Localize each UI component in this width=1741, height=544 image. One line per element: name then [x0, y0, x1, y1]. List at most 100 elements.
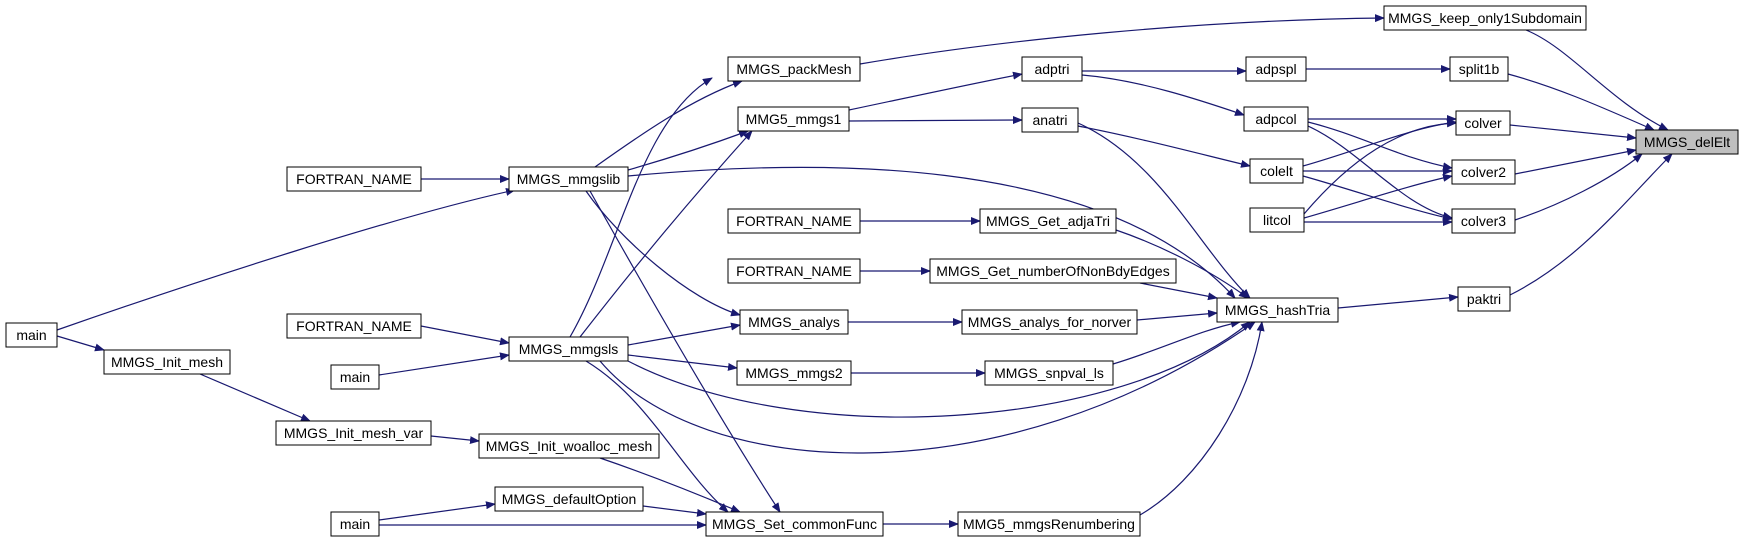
edge-path — [56, 188, 516, 331]
node-paktri[interactable]: paktri — [1457, 286, 1511, 312]
node-box — [727, 208, 861, 234]
edge-path — [1302, 175, 1453, 222]
node-box — [1249, 207, 1305, 233]
node-keep[interactable]: MMGS_keep_only1Subdomain — [1383, 5, 1587, 31]
node-label: anatri — [1032, 112, 1067, 128]
node-mmgslib[interactable]: MMGS_mmgslib — [508, 166, 629, 192]
edge-main1-to-initmesh — [56, 335, 105, 352]
node-main2[interactable]: main — [330, 364, 380, 390]
edge-path — [599, 321, 1256, 454]
node-getnonbdy[interactable]: MMGS_Get_numberOfNonBdyEdges — [929, 258, 1177, 284]
edge-path — [627, 321, 1251, 418]
node-label: main — [16, 327, 46, 343]
node-box — [1216, 297, 1339, 323]
edge-defopt-to-setcommon — [642, 505, 707, 517]
node-adpspl[interactable]: adpspl — [1245, 56, 1307, 82]
node-main1[interactable]: main — [5, 322, 58, 348]
node-analys[interactable]: MMGS_analys — [739, 309, 849, 335]
edge-path — [1139, 282, 1218, 301]
node-box — [478, 433, 660, 459]
edge-mmgsls-to-setcommon — [585, 360, 729, 513]
node-defopt[interactable]: MMGS_defaultOption — [494, 486, 644, 512]
node-label: MMGS_defaultOption — [502, 491, 637, 507]
edge-colver3-to-root — [1514, 153, 1643, 221]
node-fortran3[interactable]: FORTRAN_NAME — [727, 258, 861, 284]
edge-anatri-to-colelt — [1077, 125, 1251, 168]
edge-path — [599, 457, 741, 513]
edge-main2-to-mmgsls — [378, 352, 510, 376]
node-label: FORTRAN_NAME — [736, 263, 852, 279]
edge-path — [1077, 122, 1251, 299]
node-renum[interactable]: MMG5_mmgsRenumbering — [957, 511, 1141, 537]
edge-path — [1139, 321, 1265, 516]
edge-renum-to-hashtria — [1139, 321, 1265, 516]
node-box — [1245, 56, 1307, 82]
node-anatri[interactable]: anatri — [1021, 107, 1079, 133]
node-meshvar[interactable]: MMGS_Init_mesh_var — [275, 420, 432, 446]
node-litcol[interactable]: litcol — [1249, 207, 1305, 233]
node-mmgs1[interactable]: MMG5_mmgs1 — [737, 106, 850, 132]
node-fortran2[interactable]: FORTRAN_NAME — [727, 208, 861, 234]
node-box — [1249, 158, 1304, 184]
edge-path — [378, 501, 496, 521]
edge-path — [627, 166, 1236, 299]
node-label: adpcol — [1255, 111, 1296, 127]
edge-path — [1303, 119, 1457, 215]
node-box — [1383, 5, 1587, 31]
node-main3[interactable]: main — [330, 511, 380, 537]
node-label: FORTRAN_NAME — [296, 318, 412, 334]
node-setcommon[interactable]: MMGS_Set_commonFunc — [705, 511, 884, 537]
edge-path — [420, 325, 510, 346]
node-label: main — [340, 516, 370, 532]
node-mmgs2[interactable]: MMGS_mmgs2 — [736, 360, 852, 386]
node-colver3[interactable]: colver3 — [1451, 208, 1516, 234]
node-box — [1451, 159, 1516, 185]
edge-path — [1307, 125, 1453, 220]
edge-path — [859, 14, 1385, 65]
node-label: colver3 — [1461, 213, 1506, 229]
edge-main3-to-defopt — [378, 501, 496, 521]
node-snpval[interactable]: MMGS_snpval_ls — [984, 360, 1114, 386]
node-fortran4[interactable]: FORTRAN_NAME — [286, 313, 422, 339]
node-box — [705, 511, 884, 537]
edge-adpcol-to-colver2 — [1307, 121, 1453, 171]
node-box — [737, 106, 850, 132]
edge-path — [848, 71, 1023, 111]
edge-path — [1302, 119, 1457, 167]
node-split1b[interactable]: split1b — [1449, 56, 1509, 82]
node-box — [103, 349, 231, 375]
edge-path — [56, 335, 105, 352]
node-box — [286, 313, 422, 339]
node-woalloc[interactable]: MMGS_Init_woalloc_mesh — [478, 433, 660, 459]
node-mmgsls[interactable]: MMGS_mmgsls — [508, 336, 629, 362]
edge-keep-to-root — [1525, 29, 1669, 131]
node-colelt[interactable]: colelt — [1249, 158, 1304, 184]
edge-path — [585, 190, 741, 317]
node-adpcol[interactable]: adpcol — [1243, 106, 1309, 132]
edge-meshvar-to-woalloc — [430, 435, 480, 445]
node-box — [1021, 56, 1083, 82]
node-colver2[interactable]: colver2 — [1451, 159, 1516, 185]
node-fortran1[interactable]: FORTRAN_NAME — [286, 166, 422, 192]
edge-path — [594, 80, 743, 168]
node-colver[interactable]: colver — [1455, 110, 1511, 136]
node-label: MMGS_mmgslib — [517, 171, 621, 187]
edge-woalloc-to-setcommon — [599, 457, 741, 513]
edge-getnonbdy-to-hashtria — [1139, 282, 1218, 301]
node-label: FORTRAN_NAME — [296, 171, 412, 187]
edge-path — [1514, 147, 1637, 175]
node-root[interactable]: MMGS_delElt — [1635, 129, 1739, 155]
edge-path — [1136, 309, 1218, 321]
node-hashtria[interactable]: MMGS_hashTria — [1216, 297, 1339, 323]
node-label: litcol — [1263, 212, 1291, 228]
edge-split1b-to-root — [1507, 73, 1655, 131]
node-label: MMG5_mmgs1 — [746, 111, 842, 127]
node-box — [739, 309, 849, 335]
node-adptri[interactable]: adptri — [1021, 56, 1083, 82]
edge-anatri-to-hashtria — [1077, 122, 1251, 299]
node-initmesh[interactable]: MMGS_Init_mesh — [103, 349, 231, 375]
edge-adpcol-to-colver3 — [1307, 125, 1453, 220]
node-analysnorver[interactable]: MMGS_analys_for_norver — [961, 309, 1138, 335]
node-packmesh[interactable]: MMGS_packMesh — [727, 56, 861, 82]
node-getadja[interactable]: MMGS_Get_adjaTri — [979, 208, 1117, 234]
